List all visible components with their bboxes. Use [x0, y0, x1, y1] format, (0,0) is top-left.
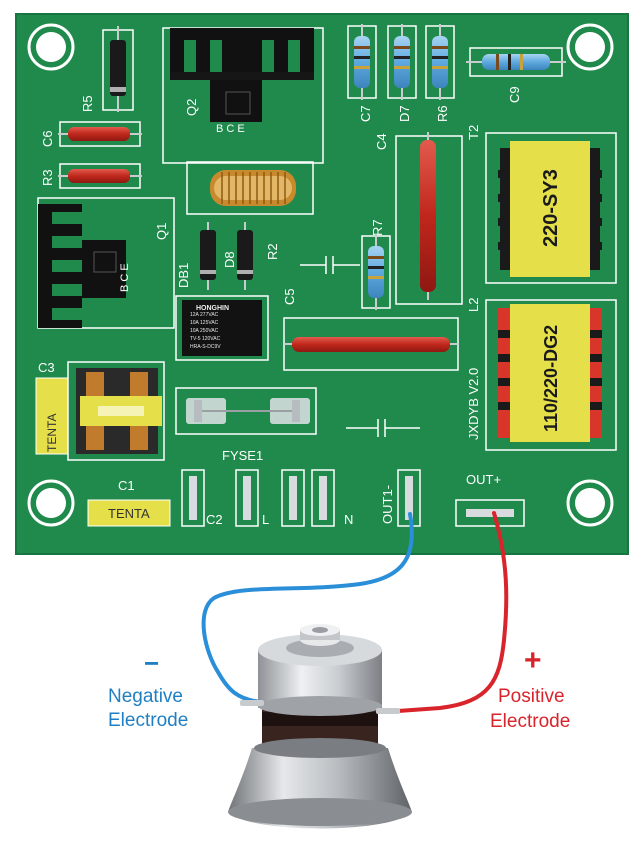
- transistor-q2-heatsink: [162, 27, 324, 164]
- terminal-out-minus: [397, 469, 421, 527]
- diode-r5: [102, 26, 134, 112]
- choke-c3: [35, 361, 165, 461]
- positive-symbol: +: [524, 644, 542, 677]
- svg-text:TV-5 120VAC: TV-5 120VAC: [190, 336, 221, 342]
- negative-label-line1: Negative: [108, 686, 183, 707]
- resistor-c7: [347, 24, 377, 100]
- capacitor-c1: [87, 499, 171, 527]
- label-c7: C7: [358, 105, 373, 122]
- svg-text:12A 277VAC: 12A 277VAC: [190, 312, 219, 318]
- negative-wire: [201, 512, 414, 704]
- resistor-c6: [58, 121, 142, 147]
- label-r2: R2: [265, 243, 280, 260]
- choke-c3-marking: TENTA: [45, 414, 59, 452]
- toroid-inductor: [186, 161, 314, 215]
- mounting-hole-top-right: [566, 23, 614, 71]
- ultrasonic-transducer: [228, 624, 412, 829]
- terminal-n2: [311, 469, 335, 527]
- mounting-hole-top-left: [27, 23, 75, 71]
- label-c2: C2: [206, 512, 223, 527]
- label-c5: C5: [282, 288, 297, 305]
- label-q1: Q1: [154, 223, 169, 240]
- label-c9: C9: [507, 86, 522, 103]
- label-fuse: FYSE1: [222, 448, 263, 463]
- terminal-out-plus: [455, 499, 525, 527]
- relay-brand: HONGHIN: [196, 305, 229, 312]
- label-c6: C6: [40, 130, 55, 147]
- mounting-hole-bottom-left: [27, 479, 75, 527]
- diode-d8: [237, 222, 253, 290]
- capacitor-c4: [395, 132, 463, 305]
- resistor-r7: [361, 234, 391, 310]
- label-out-plus: OUT+: [466, 472, 501, 487]
- label-db1: DB1: [176, 263, 191, 288]
- diode-db1: [200, 222, 216, 290]
- svg-text:10A 250VAC: 10A 250VAC: [190, 328, 219, 334]
- svg-text:HRA-S-DC9V: HRA-S-DC9V: [190, 344, 221, 350]
- svg-text:10A 125VAC: 10A 125VAC: [190, 320, 219, 326]
- terminal-l: [235, 469, 259, 527]
- relay: 12A 277VAC 10A 125VAC 10A 250VAC TV-5 120V…: [175, 295, 269, 361]
- label-q2: Q2: [184, 99, 199, 116]
- label-r5: R5: [80, 95, 95, 112]
- resistor-c9: [466, 47, 566, 77]
- capacitor-symbol-lower: [346, 419, 420, 437]
- transformer-t2-text: 220-SY3: [540, 169, 562, 247]
- label-c4: C4: [374, 133, 389, 150]
- capacitor-c1-marking: TENTA: [108, 506, 150, 521]
- label-q1-bce: B C E: [119, 263, 131, 292]
- mounting-hole-bottom-right: [566, 479, 614, 527]
- positive-wire: [382, 511, 509, 714]
- fuse-fyse1: [175, 387, 317, 435]
- label-t2: T2: [466, 125, 481, 140]
- negative-symbol: −: [144, 648, 159, 678]
- label-r3: R3: [40, 169, 55, 186]
- label-d7: D7: [397, 105, 412, 122]
- resistor-r6: [425, 24, 455, 100]
- resistor-d7: [387, 24, 417, 100]
- label-l2: L2: [466, 298, 481, 312]
- label-r7: R7: [370, 219, 385, 236]
- label-l: L: [262, 512, 269, 527]
- label-version: JXDYB V2.0: [466, 368, 481, 440]
- positive-label-line1: Positive: [498, 686, 565, 707]
- negative-label-line2: Electrode: [108, 710, 188, 731]
- label-q2-bce: B C E: [216, 123, 245, 135]
- transformer-t2: [485, 132, 617, 284]
- label-r6: R6: [435, 105, 450, 122]
- label-d8: D8: [222, 251, 237, 268]
- transistor-q1-heatsink: [37, 197, 175, 329]
- capacitor-symbol-upper: [300, 256, 360, 274]
- label-n: N: [344, 512, 353, 527]
- terminal-n1: [281, 469, 305, 527]
- positive-label-line2: Electrode: [490, 711, 570, 732]
- capacitor-c5: [283, 317, 459, 371]
- label-c3: C3: [38, 360, 55, 375]
- label-c1: C1: [118, 478, 135, 493]
- transformer-l2-text: 110/220-DG2: [541, 325, 561, 432]
- transformer-l2: [485, 299, 617, 451]
- resistor-r3: [58, 163, 142, 189]
- label-out-minus: OUT1-: [380, 485, 395, 524]
- terminal-c2: [181, 469, 205, 527]
